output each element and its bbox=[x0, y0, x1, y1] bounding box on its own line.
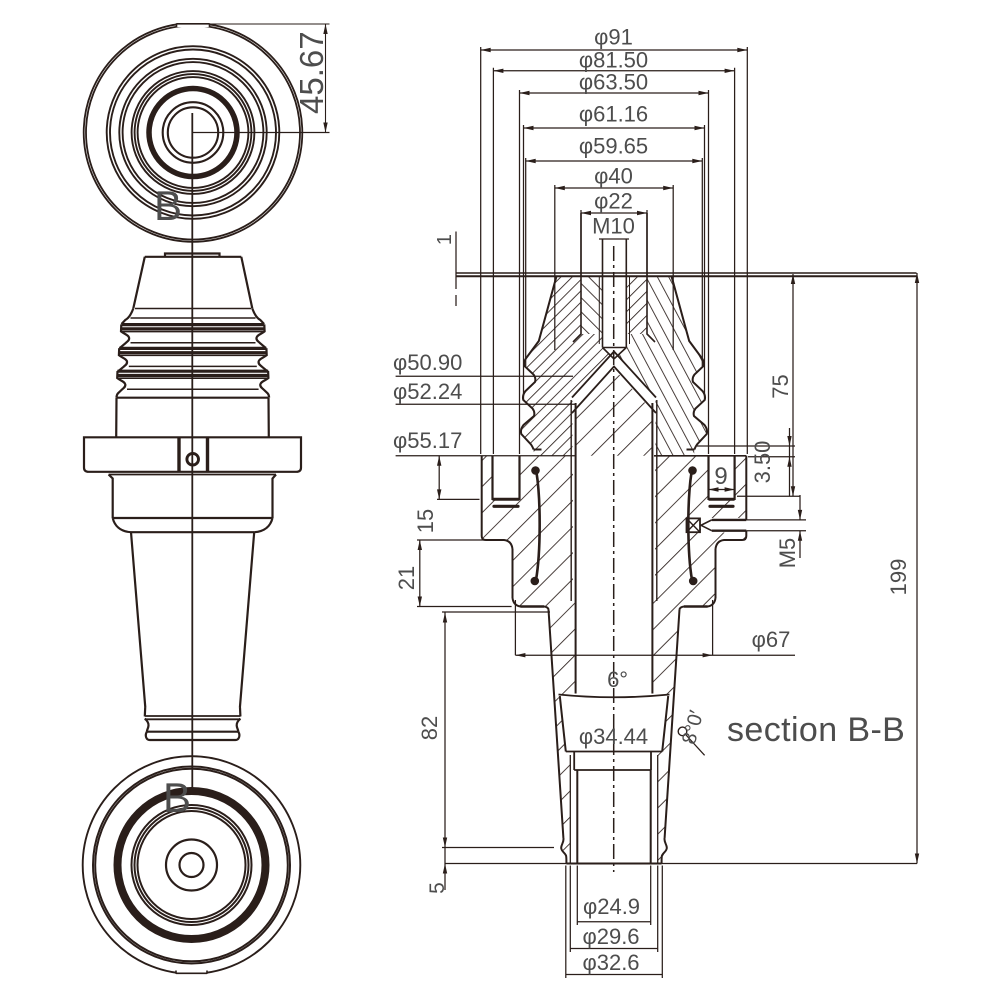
svg-text:199: 199 bbox=[886, 559, 911, 596]
svg-text:82: 82 bbox=[417, 716, 442, 740]
svg-text:B: B bbox=[154, 182, 182, 229]
svg-text:75: 75 bbox=[768, 374, 793, 398]
svg-text:5: 5 bbox=[426, 882, 449, 894]
svg-text:45.67: 45.67 bbox=[293, 31, 330, 114]
svg-text:φ40: φ40 bbox=[594, 164, 633, 189]
svg-text:M5: M5 bbox=[775, 538, 800, 569]
svg-text:φ24.9: φ24.9 bbox=[583, 894, 640, 919]
svg-text:φ55.17: φ55.17 bbox=[393, 428, 462, 453]
svg-text:21: 21 bbox=[394, 566, 419, 590]
svg-text:φ91: φ91 bbox=[594, 25, 633, 50]
svg-text:φ29.6: φ29.6 bbox=[582, 924, 639, 949]
svg-text:φ34.44: φ34.44 bbox=[579, 724, 648, 749]
svg-text:φ22: φ22 bbox=[594, 189, 633, 214]
svg-text:6°: 6° bbox=[607, 667, 628, 692]
svg-text:M10: M10 bbox=[592, 214, 635, 239]
svg-text:3.50: 3.50 bbox=[750, 441, 775, 484]
svg-text:φ81.50: φ81.50 bbox=[579, 48, 648, 73]
svg-text:1: 1 bbox=[434, 234, 456, 245]
svg-text:φ52.24: φ52.24 bbox=[393, 379, 462, 404]
svg-text:B: B bbox=[163, 774, 191, 821]
svg-text:section B-B: section B-B bbox=[727, 711, 905, 749]
svg-text:φ67: φ67 bbox=[752, 627, 791, 652]
svg-text:φ61.16: φ61.16 bbox=[579, 102, 648, 127]
svg-text:9: 9 bbox=[714, 463, 727, 490]
svg-text:15: 15 bbox=[413, 509, 438, 533]
svg-text:φ63.50: φ63.50 bbox=[579, 70, 648, 95]
svg-text:φ32.6: φ32.6 bbox=[582, 950, 639, 975]
svg-text:φ59.65: φ59.65 bbox=[579, 134, 648, 159]
svg-text:φ50.90: φ50.90 bbox=[393, 350, 462, 375]
